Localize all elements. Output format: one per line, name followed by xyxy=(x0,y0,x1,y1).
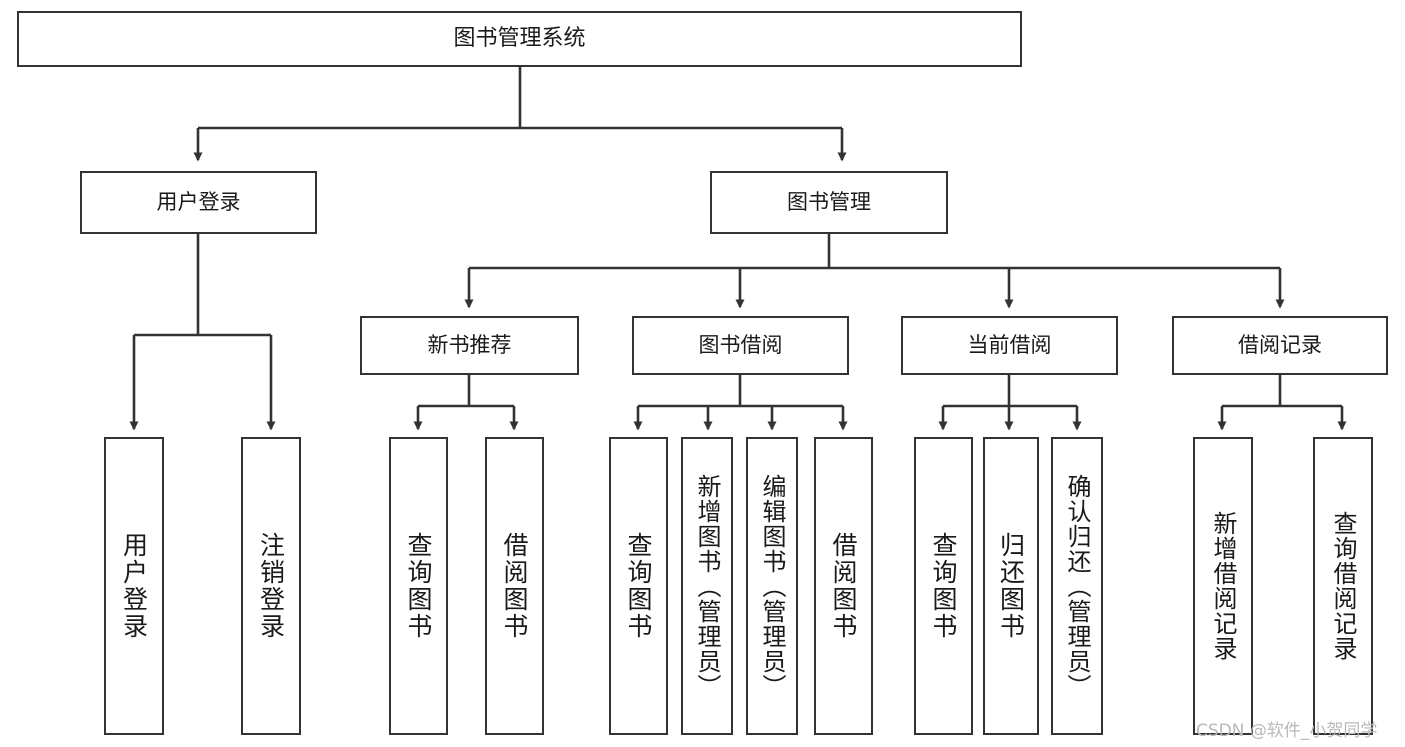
node-book-management[interactable]: 图书管理 xyxy=(710,171,948,234)
node-book-borrow[interactable]: 图书借阅 xyxy=(632,316,849,375)
node-label: 图书管理 xyxy=(787,190,871,215)
node-label: 当前借阅 xyxy=(967,333,1052,358)
node-label: 查询图书 xyxy=(404,532,433,640)
node-label: 编辑图书（管理员） xyxy=(758,473,786,699)
node-borrow-record[interactable]: 借阅记录 xyxy=(1172,316,1388,375)
node-label: 查询图书 xyxy=(929,532,958,640)
node-leaf-borrow-book-recommend[interactable]: 借阅图书 xyxy=(485,437,544,735)
node-label: 查询图书 xyxy=(624,532,653,640)
node-leaf-user-login[interactable]: 用户登录 xyxy=(104,437,164,735)
node-leaf-add-borrow-record[interactable]: 新增借阅记录 xyxy=(1193,437,1253,735)
node-leaf-add-book-admin[interactable]: 新增图书（管理员） xyxy=(681,437,733,735)
node-label: 图书借阅 xyxy=(698,333,783,358)
csdn-watermark: CSDN @软件_小贺同学 xyxy=(1196,721,1378,741)
node-leaf-query-book-recommend[interactable]: 查询图书 xyxy=(389,437,448,735)
node-label: 归还图书 xyxy=(996,532,1026,640)
node-label: 确认归还（管理员） xyxy=(1063,473,1091,699)
node-label: 新增图书（管理员） xyxy=(693,473,721,699)
node-label: 借阅图书 xyxy=(829,532,858,640)
node-leaf-return-book[interactable]: 归还图书 xyxy=(983,437,1039,735)
node-new-book-recommend[interactable]: 新书推荐 xyxy=(360,316,579,375)
node-current-borrow[interactable]: 当前借阅 xyxy=(901,316,1118,375)
node-leaf-logout[interactable]: 注销登录 xyxy=(241,437,301,735)
node-label: 借阅记录 xyxy=(1238,333,1322,358)
node-label: 借阅图书 xyxy=(500,532,529,640)
node-label: 查询借阅记录 xyxy=(1329,511,1357,661)
node-leaf-query-borrow-record[interactable]: 查询借阅记录 xyxy=(1313,437,1373,735)
node-label: 注销登录 xyxy=(256,532,286,640)
node-label: 新书推荐 xyxy=(427,333,512,358)
node-label: 新增借阅记录 xyxy=(1209,511,1237,661)
node-leaf-confirm-return-admin[interactable]: 确认归还（管理员） xyxy=(1051,437,1103,735)
node-leaf-query-book-current[interactable]: 查询图书 xyxy=(914,437,973,735)
node-leaf-query-book-borrow[interactable]: 查询图书 xyxy=(609,437,668,735)
node-leaf-borrow-book[interactable]: 借阅图书 xyxy=(814,437,873,735)
node-leaf-edit-book-admin[interactable]: 编辑图书（管理员） xyxy=(746,437,798,735)
node-label: 用户登录 xyxy=(156,190,241,215)
node-label: 用户登录 xyxy=(119,532,149,640)
node-root-system[interactable]: 图书管理系统 xyxy=(17,11,1022,67)
node-user-login[interactable]: 用户登录 xyxy=(80,171,317,234)
node-label: 图书管理系统 xyxy=(453,26,586,52)
